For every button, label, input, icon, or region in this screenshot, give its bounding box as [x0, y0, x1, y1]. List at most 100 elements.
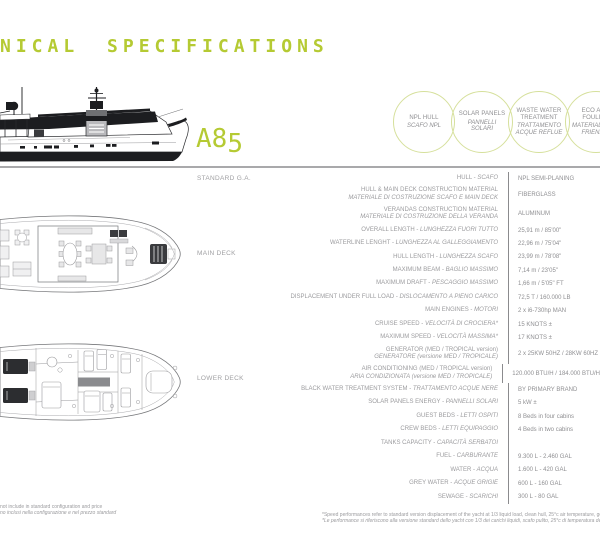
spec-label-separator: - [436, 426, 443, 433]
spec-label-it: VELOCITÀ MASSIMA* [436, 334, 498, 341]
spec-value: 23,99 m / 78'08" [508, 250, 600, 265]
footnote-left-line2: no inclusi nella configurazione e nel pr… [0, 510, 117, 517]
spec-label-it: MATERIALE DI COSTRUZIONE SCAFO E MAIN DE… [348, 195, 498, 202]
spec-label: MAXIMUM SPEED - VELOCITÀ MASSIMA* [195, 334, 508, 342]
spec-label: CRUISE SPEED - VELOCITÀ DI CROCIERA* [195, 321, 508, 329]
badge-label-it: TRATTAMENTO ACQUE REFLUE [515, 123, 563, 136]
spec-label: FUEL - CARBURANTE [195, 453, 508, 461]
page-title: NICAL SPECIFICATIONS [0, 36, 329, 57]
spec-value: BY PRIMARY BRAND [508, 383, 600, 397]
spec-value: 4 Beds in two cabins [508, 423, 600, 437]
spec-row: DISPLACEMENT UNDER FULL LOAD - DISLOCAME… [195, 291, 600, 305]
spec-value: 8 Beds in four cabins [508, 410, 600, 424]
section-label-main-deck: MAIN DECK [197, 250, 236, 257]
spec-row: AIR CONDITIONING (MED / TROPICAL version… [195, 363, 600, 384]
badge-label-it: MATERIALI ECO-FRIENDLY [572, 123, 600, 136]
spec-value: 2 x 25KW 50HZ / 28KW 60HZ [508, 344, 600, 364]
badge-label-en: NPL HULL [409, 114, 439, 121]
spec-label: GUEST BEDS - LETTI OSPITI [195, 413, 508, 421]
spec-label-en: TANKS CAPACITY [380, 439, 432, 446]
spec-value: 9.300 L - 2.460 GAL [508, 450, 600, 464]
spec-row: TANKS CAPACITY - CAPACITÀ SERBATOI [195, 436, 600, 451]
lower-deck-plan-drawing [0, 343, 181, 421]
section-label-lower-deck: LOWER DECK [197, 375, 244, 382]
spec-label-separator: - [426, 280, 432, 287]
spec-label-en: WATERLINE LENGHT [330, 240, 391, 247]
spec-value: 2 x i6-730hp MAN [508, 304, 600, 318]
spec-label-en: FUEL [436, 453, 452, 460]
spec-label-separator: - [454, 412, 461, 419]
spec-label-separator: - [448, 480, 454, 487]
spec-label-it: ARIA CONDIZIONATA (versione MED / TROPIC… [350, 373, 493, 380]
spec-label-en: VERANDAS CONSTRUCTION MATERIAL [383, 206, 498, 213]
spec-label-it: GENERATORE (versione MED / TROPICALE) [374, 354, 498, 361]
spec-label: MAXIMUM DRAFT - PESCAGGIO MASSIMO [195, 280, 508, 288]
spec-label-en: HULL [456, 174, 472, 181]
spec-value: FIBERGLASS [508, 185, 600, 205]
spec-label-en: MAXIMUM SPEED [380, 334, 432, 341]
spec-label-en: CREW BEDS [400, 426, 437, 433]
spec-value: 5 kW ± [508, 396, 600, 410]
badge-label-en: ECO ANTI FOULING [581, 108, 600, 121]
spec-label: WATER - ACQUA [195, 467, 508, 475]
spec-label-separator: - [440, 267, 446, 274]
spec-label-en: BLACK WATER TREATMENT SYSTEM [301, 386, 408, 393]
badge-label-it: PANNELLI SOLARI [467, 119, 497, 133]
spec-label-en: WATER [450, 466, 472, 473]
spec-label-separator: - [407, 386, 413, 393]
spec-label-en: OVERALL LENGTH [361, 226, 415, 233]
spec-label-en: GREY WATER [409, 480, 449, 487]
spec-value: 7,14 m / 23'05" [508, 264, 600, 278]
spec-label-separator: - [471, 174, 478, 181]
spec-value [508, 436, 600, 451]
spec-label-en: AIR CONDITIONING (MED / TROPICAL version… [361, 365, 493, 372]
spec-label-it: LETTI EQUIPAGGIO [442, 426, 498, 433]
spec-label-it: LUNGHEZZA FUORI TUTTO [420, 226, 498, 233]
spec-label-it: SCARICHI [469, 493, 498, 500]
spec-row: GENERATOR (MED / TROPICAL version)GENERA… [195, 344, 600, 364]
spec-label-it: LUNGHEZZA SCAFO [439, 253, 498, 260]
spec-label-en: MAXIMUM BEAM [392, 267, 441, 274]
footnote-left-line1: not include in standard configuration an… [0, 504, 103, 510]
footnote-right: *Speed performances refer to standard ve… [322, 512, 600, 525]
spec-label-it: SCAFO [477, 174, 498, 181]
spec-label-it: VELOCITÀ DI CROCIERA* [424, 320, 498, 327]
spec-label-en: SEWAGE [437, 493, 464, 500]
spec-label-separator: - [431, 334, 437, 341]
spec-label-separator: - [463, 493, 470, 500]
spec-label-it: CARBURANTE [456, 453, 498, 460]
spec-label: SEWAGE - SCARICHI [195, 494, 508, 502]
spec-value: 300 L - 80 GAL [508, 490, 600, 505]
section-label-standard-ga: STANDARD G.A. [197, 175, 251, 182]
spec-value: NPL SEMI-PLANING [508, 172, 600, 186]
spec-value: 600 L - 160 GAL [508, 477, 600, 491]
spec-label-it: PESCAGGIO MASSIMO [431, 280, 498, 287]
badge-label-en: SOLAR PANELS [458, 111, 506, 118]
spec-label: AIR CONDITIONING (MED / TROPICAL version… [195, 366, 502, 381]
spec-label: MAIN ENGINES - MOTORI [195, 307, 508, 315]
spec-label: HULL - SCAFO [195, 175, 508, 183]
spec-label-separator: - [468, 307, 475, 314]
spec-label-separator: - [440, 399, 446, 406]
spec-label: TANKS CAPACITY - CAPACITÀ SERBATOI [195, 440, 508, 448]
spec-label-en: MAIN ENGINES [425, 307, 469, 314]
spec-label-separator: - [451, 453, 457, 460]
spec-label-it: ACQUA [476, 466, 498, 473]
spec-label: SOLAR PANELS ENERGY - PANNELLI SOLARI [195, 399, 508, 407]
spec-label-en: CRUISE SPEED [374, 320, 420, 327]
spec-label: DISPLACEMENT UNDER FULL LOAD - DISLOCAME… [195, 294, 508, 302]
spec-label-en: HULL & MAIN DECK CONSTRUCTION MATERIAL [360, 187, 498, 194]
spec-value: 25,91 m / 85'00" [508, 223, 600, 238]
